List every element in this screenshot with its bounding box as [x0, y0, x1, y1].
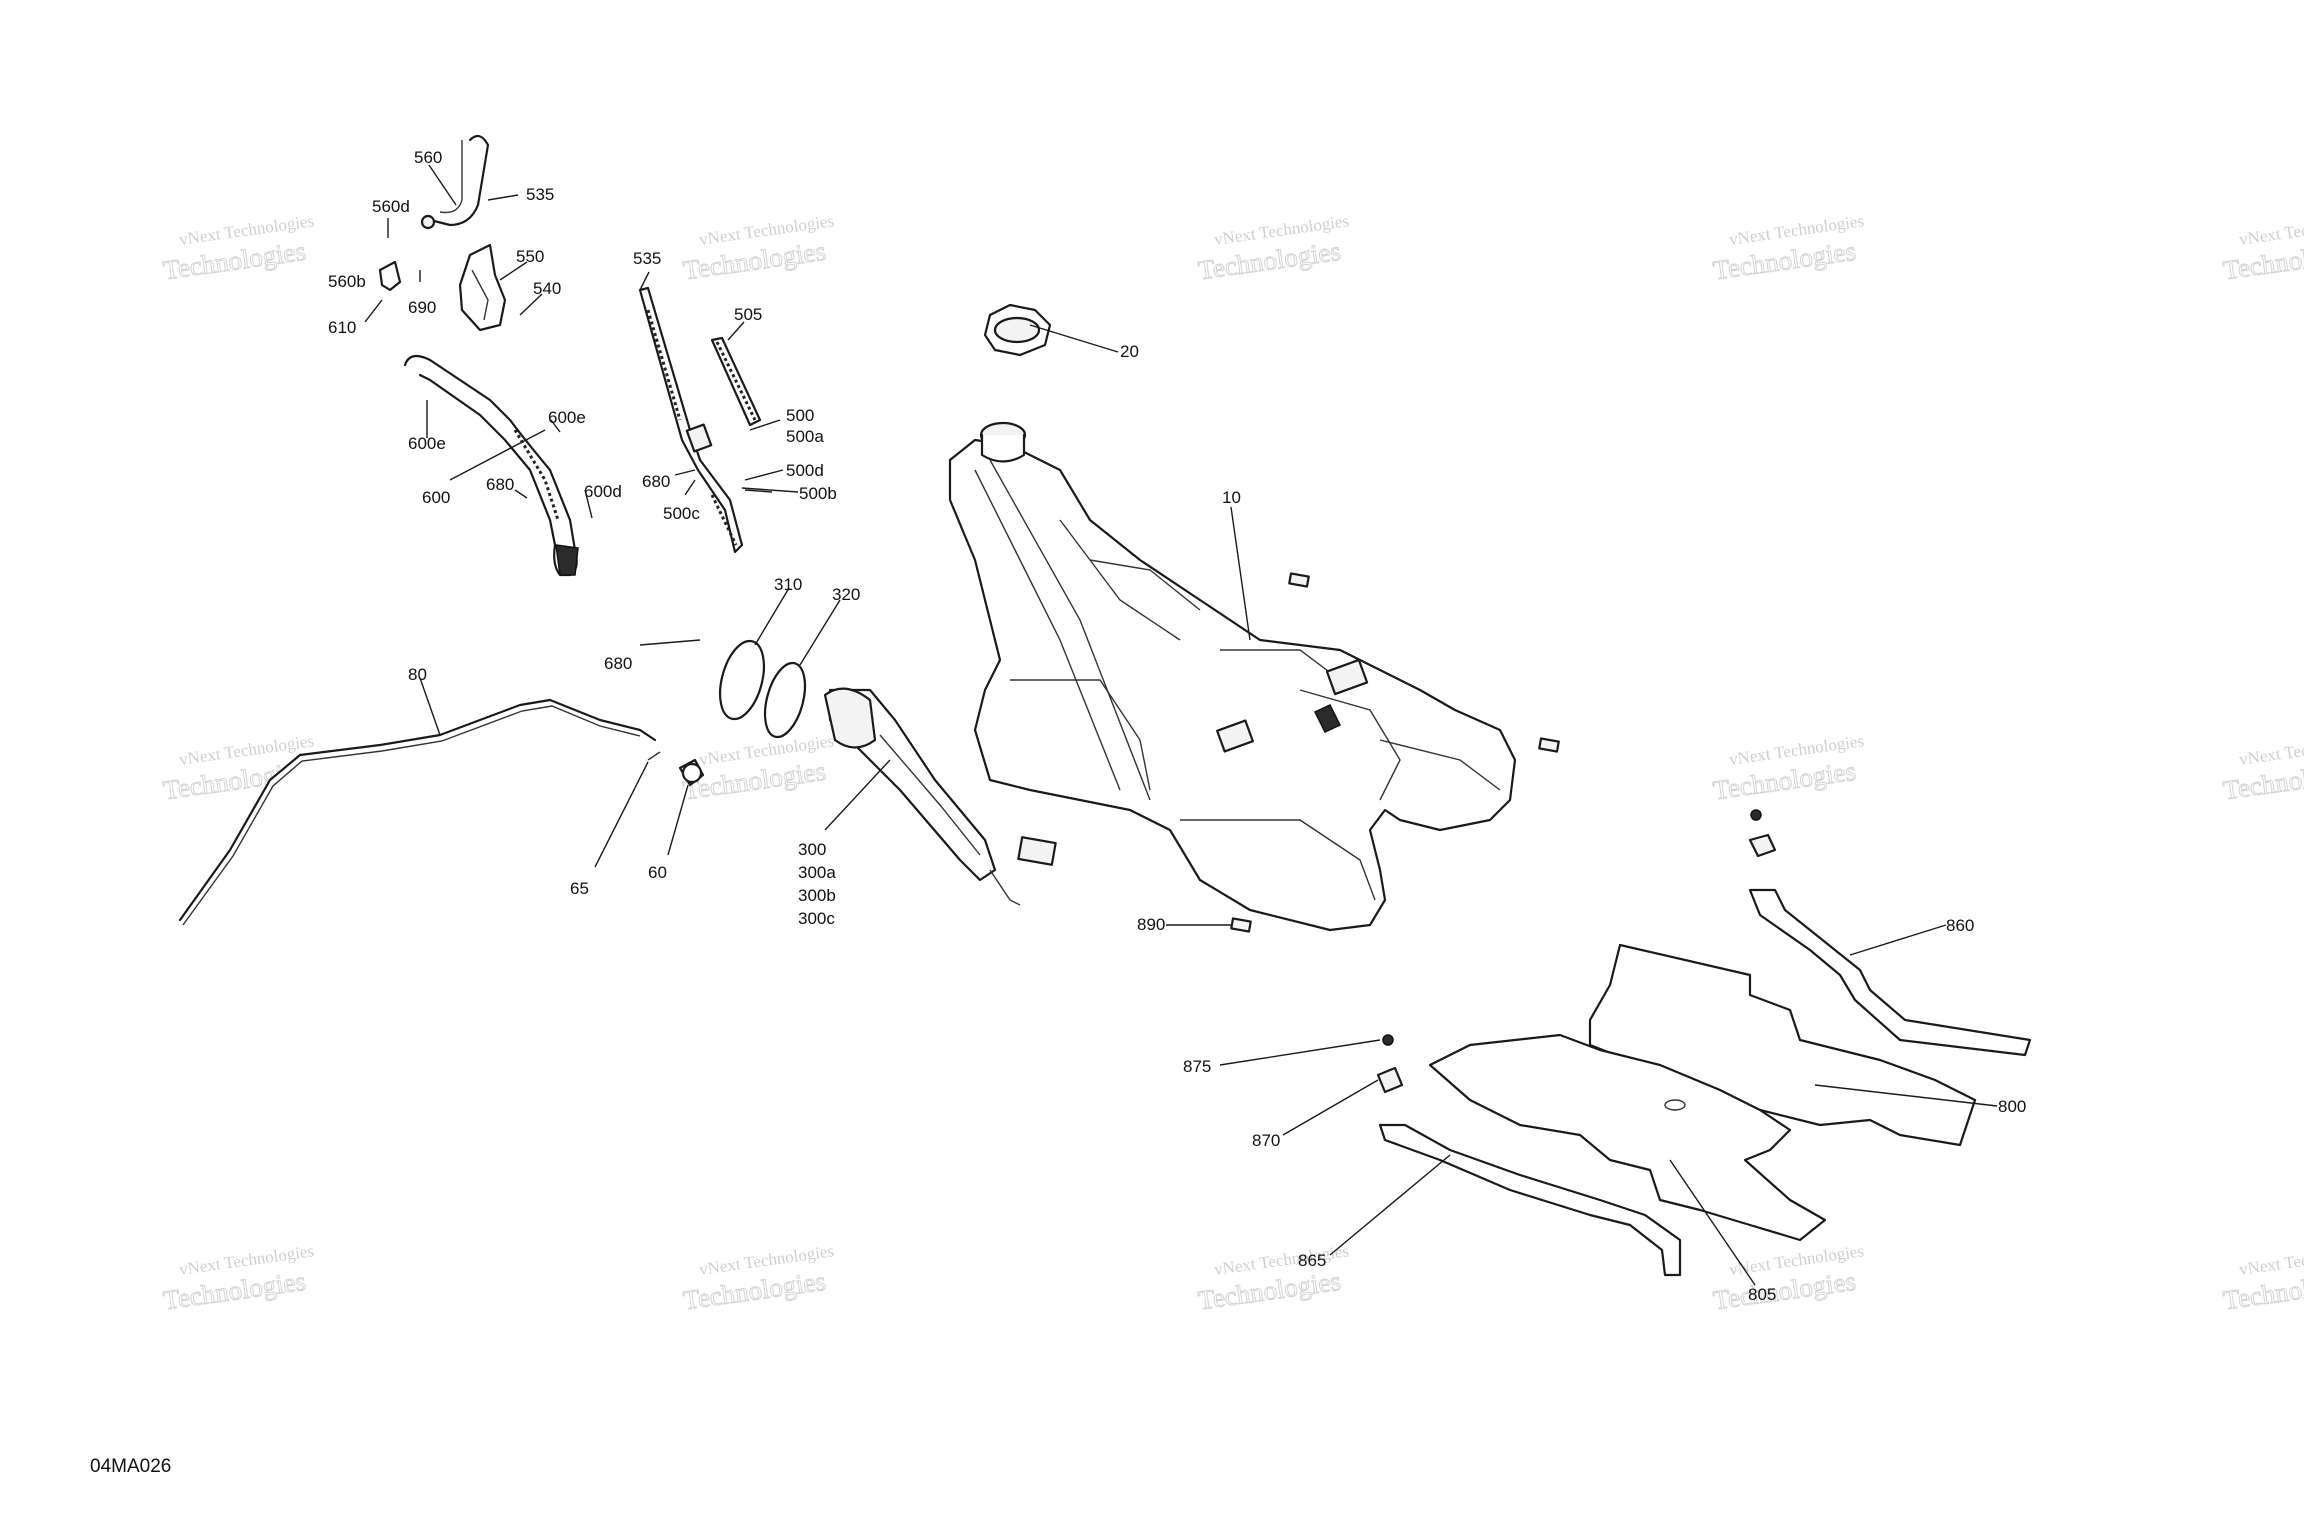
- callout-550: 550: [516, 247, 544, 266]
- clip-65: [647, 751, 661, 761]
- clip-610: [378, 260, 402, 292]
- callout-300b: 300b: [798, 886, 836, 905]
- lock-ring-310: [718, 639, 766, 721]
- callout-500c: 500c: [663, 504, 700, 523]
- watermark-line1: vNext Technologies: [2238, 211, 2304, 249]
- callout-20: 20: [1120, 342, 1139, 361]
- watermark: vNext Technologies Technologies: [1196, 1241, 1350, 1316]
- callout-300c: 300c: [798, 909, 835, 928]
- watermark-line1: vNext Technologies: [2238, 1241, 2304, 1279]
- skid-plate-805: [1428, 1033, 1827, 1242]
- callout-865: 865: [1298, 1251, 1326, 1270]
- callout-800: 800: [1998, 1097, 2026, 1116]
- watermark: vNext Technologies Technologies: [2221, 211, 2304, 286]
- callout-875: 875: [1183, 1057, 1211, 1076]
- leader-lines: [364, 164, 1998, 1286]
- callout-890: 890: [1137, 915, 1165, 934]
- watermark: vNext Technologies Technologies: [161, 1241, 315, 1316]
- watermark: vNext Technologies Technologies: [681, 211, 835, 286]
- callout-805: 805: [1748, 1285, 1776, 1304]
- callout-320: 320: [832, 585, 860, 604]
- fuel-cap: [983, 303, 1052, 357]
- callout-690: 690: [408, 298, 436, 317]
- callout-10: 10: [1222, 488, 1241, 507]
- callout-535b: 535: [633, 249, 661, 268]
- callout-310: 310: [774, 575, 802, 594]
- callout-300: 300: [798, 840, 826, 859]
- callout-80: 80: [408, 665, 427, 684]
- screw-875: [1382, 1034, 1394, 1046]
- callout-60: 60: [648, 863, 667, 882]
- fuel-tank: [948, 421, 1560, 932]
- callout-500: 500: [786, 406, 814, 425]
- hose-500: [638, 286, 744, 554]
- callout-560b: 560b: [328, 272, 366, 291]
- strap-865: [1378, 1123, 1682, 1277]
- clip-860-top: [1748, 809, 1777, 858]
- watermark: vNext Technologies Technologies: [1711, 731, 1865, 806]
- callout-500d: 500d: [786, 461, 824, 480]
- diagram-reference-id: 04MA026: [90, 1456, 171, 1477]
- skid-plate-800: [1588, 943, 1977, 1147]
- watermark: vNext Technologies Technologies: [681, 731, 835, 806]
- watermark: vNext Technologies Technologies: [681, 1241, 835, 1316]
- clip-870: [1376, 1066, 1404, 1094]
- callout-500a: 500a: [786, 427, 824, 446]
- callout-600e2: 600e: [408, 434, 446, 453]
- callout-560d: 560d: [372, 197, 410, 216]
- callout-680b: 680: [642, 472, 670, 491]
- callout-600d: 600d: [584, 482, 622, 501]
- fuel-pump-300: [823, 687, 1057, 906]
- callout-870: 870: [1252, 1131, 1280, 1150]
- fitting-60: [678, 758, 705, 787]
- callout-680c: 680: [604, 654, 632, 673]
- callouts: 20 10 560 535 560d 560b 550 540 690 610 …: [328, 148, 2026, 1304]
- watermark-line1: vNext Technologies: [2238, 731, 2304, 769]
- callout-600: 600: [422, 488, 450, 507]
- vent-hose-560: [420, 134, 490, 230]
- strap-860: [1748, 888, 2032, 1057]
- callout-610: 610: [328, 318, 356, 337]
- bracket-550: [458, 243, 507, 332]
- callout-505: 505: [734, 305, 762, 324]
- watermark: vNext Technologies Technologies: [2221, 1241, 2304, 1316]
- plug-890: [1230, 917, 1252, 933]
- sleeve-505: [710, 336, 762, 427]
- callout-535a: 535: [526, 185, 554, 204]
- gasket-320: [763, 661, 807, 739]
- hose-600: [403, 354, 579, 577]
- watermark: vNext Technologies Technologies: [1711, 211, 1865, 286]
- callout-560: 560: [414, 148, 442, 167]
- callout-600e1: 600e: [548, 408, 586, 427]
- watermark: vNext Technologies Technologies: [2221, 731, 2304, 806]
- watermark: vNext Technologies Technologies: [1196, 211, 1350, 286]
- callout-500b: 500b: [799, 484, 837, 503]
- callout-300a: 300a: [798, 863, 836, 882]
- callout-860: 860: [1946, 916, 1974, 935]
- callout-540: 540: [533, 279, 561, 298]
- callout-65: 65: [570, 879, 589, 898]
- callout-680a: 680: [486, 475, 514, 494]
- watermark: vNext Technologies Technologies: [161, 211, 315, 286]
